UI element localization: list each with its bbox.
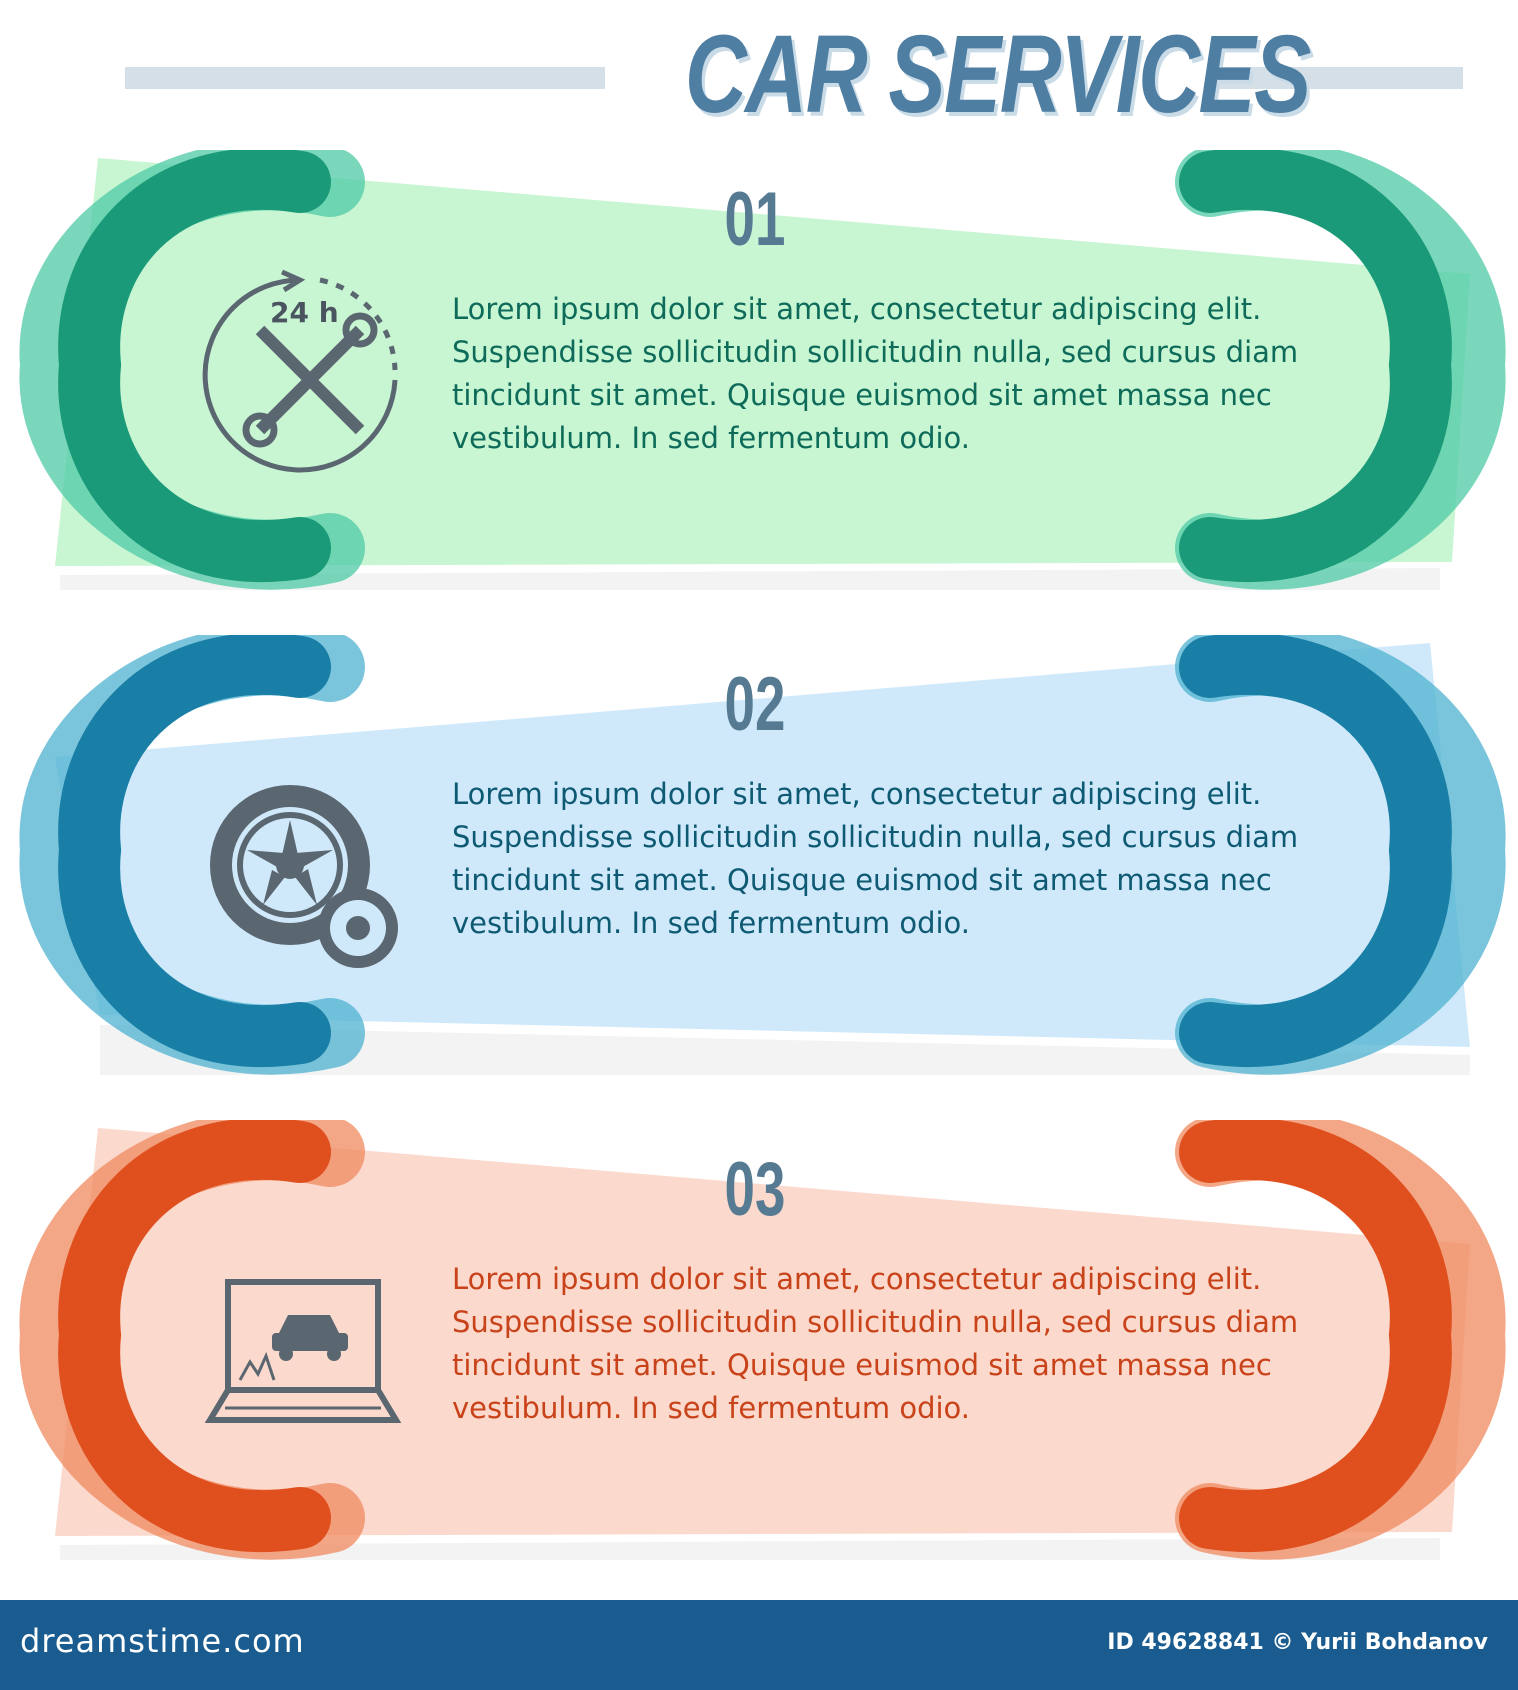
title-rule-right (1215, 67, 1463, 89)
title-rule-left (125, 67, 605, 89)
card-3-panel (55, 1128, 1470, 1536)
page-title: CAR SERVICES (684, 13, 1311, 136)
card-3-number: 03 (724, 1147, 786, 1232)
service-card-2: 02 Lorem ipsum dolor sit amet, consectet… (0, 635, 1518, 1075)
24h-repair-tools-icon: 24 h (200, 260, 420, 480)
card-2-text: Lorem ipsum dolor sit amet, consectetur … (452, 777, 1299, 940)
tire-with-gear-icon (200, 780, 420, 1000)
card-3-background (19, 1120, 1506, 1560)
card-1-panel (55, 158, 1470, 566)
card-2-background (19, 635, 1506, 1075)
footer-brand: dreamstime.com (20, 1622, 305, 1660)
card-3-text: Lorem ipsum dolor sit amet, consectetur … (452, 1262, 1299, 1425)
footer: dreamstime.com ID 49628841 © Yurii Bohda… (0, 1600, 1518, 1690)
header: CAR SERVICES (0, 0, 1518, 150)
laptop-car-diagnostics-icon (200, 1270, 420, 1490)
card-2-number: 02 (724, 662, 786, 747)
footer-credit: ID 49628841 © Yurii Bohdanov (1107, 1630, 1488, 1655)
service-card-1: 01 24 h Lorem ipsum dolor sit amet, cons… (0, 150, 1518, 590)
card-1-background (19, 150, 1506, 590)
card-1-number: 01 (724, 177, 786, 262)
card-2-panel (55, 643, 1470, 1047)
service-card-3: 03 Lorem ipsum dolor sit amet, consectet… (0, 1120, 1518, 1560)
card-1-text: Lorem ipsum dolor sit amet, consectetur … (452, 292, 1299, 455)
24h-label: 24 h (270, 296, 339, 329)
